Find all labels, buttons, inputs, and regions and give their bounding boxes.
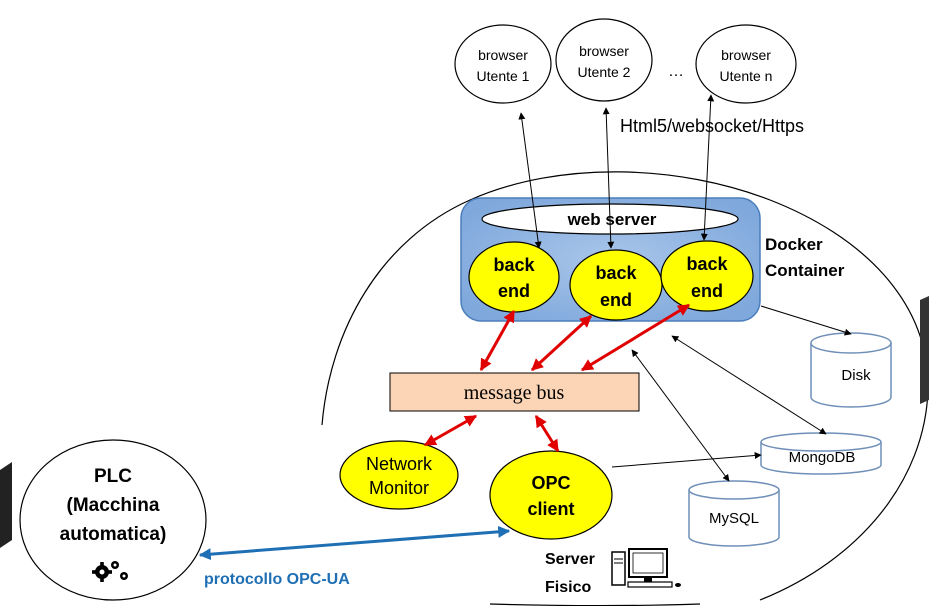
browser-1-line2: Utente 1 [477, 68, 530, 84]
browser-ellipsis: … [668, 63, 684, 80]
web-server-label: web server [567, 210, 657, 229]
browser-2-line2: Utente 2 [578, 64, 631, 80]
browser-2-line1: browser [579, 43, 629, 59]
browser-n-node [695, 24, 797, 104]
plc-line3: automatica) [60, 524, 167, 545]
browser-1-node [454, 24, 552, 104]
arrow-bus-network-monitor [423, 414, 478, 447]
plc-node [19, 439, 207, 601]
arrow-bus-mongodb [671, 335, 827, 435]
arrow-bus-backend1 [479, 309, 516, 372]
server-label-line1: Server [545, 551, 595, 568]
backend-2-line1: back [595, 263, 637, 283]
docker-label-line2: Container [765, 261, 845, 280]
mysql-db [688, 480, 780, 547]
arrow-bus-opc-client [534, 414, 560, 453]
mysql-label: MySQL [709, 510, 759, 527]
arrow-bus-backend3 [580, 303, 691, 372]
gears-icon [92, 561, 128, 582]
disk-db [810, 332, 892, 408]
backend-1-node [468, 241, 560, 313]
arrow-bus-backend2 [530, 314, 593, 372]
server-boundary [321, 171, 929, 601]
arrow-plc-opc-client [198, 525, 511, 561]
network-monitor-node [339, 440, 459, 510]
protocol-label: Html5/websocket/Https [620, 116, 804, 136]
server-label-line2: Fisico [545, 579, 591, 596]
plc-line1: PLC [94, 466, 132, 487]
browser-n-line1: browser [721, 47, 771, 63]
browser-1-line1: browser [478, 47, 528, 63]
arrow-opc-mongodb [611, 452, 762, 468]
arrow-browser1-backend1 [518, 112, 542, 249]
mongodb-db [760, 432, 882, 475]
backend-3-node [660, 240, 754, 312]
disk-label: Disk [841, 367, 871, 384]
arrow-browsern-backend3 [700, 94, 715, 241]
left-edge-shadow [0, 462, 12, 548]
mongodb-label: MongoDB [789, 449, 856, 466]
browser-2-node [555, 18, 653, 102]
opc-client-line2: client [527, 499, 574, 519]
browser-n-line2: Utente n [720, 68, 773, 84]
opcua-label: protocollo OPC-UA [204, 571, 350, 588]
backend-1-line2: end [498, 281, 530, 301]
opc-client-line1: OPC [531, 473, 570, 493]
arrow-docker-disk [760, 305, 852, 336]
backend-3-line1: back [686, 254, 728, 274]
server-boundary-bottom [489, 603, 701, 606]
plc-line2: (Macchina [67, 495, 160, 516]
backend-3-line2: end [691, 281, 723, 301]
network-monitor-line2: Monitor [369, 478, 429, 498]
backend-2-line2: end [600, 290, 632, 310]
computer-icon [611, 548, 681, 588]
arrow-browser2-backend2 [602, 107, 615, 249]
message-bus-box [389, 372, 640, 412]
backend-1-line1: back [493, 255, 535, 275]
network-monitor-line1: Network [366, 454, 433, 474]
message-bus-label: message bus [464, 382, 565, 404]
right-edge-shadow [920, 296, 929, 404]
docker-label-line1: Docker [765, 235, 823, 254]
opc-client-node [489, 450, 613, 540]
